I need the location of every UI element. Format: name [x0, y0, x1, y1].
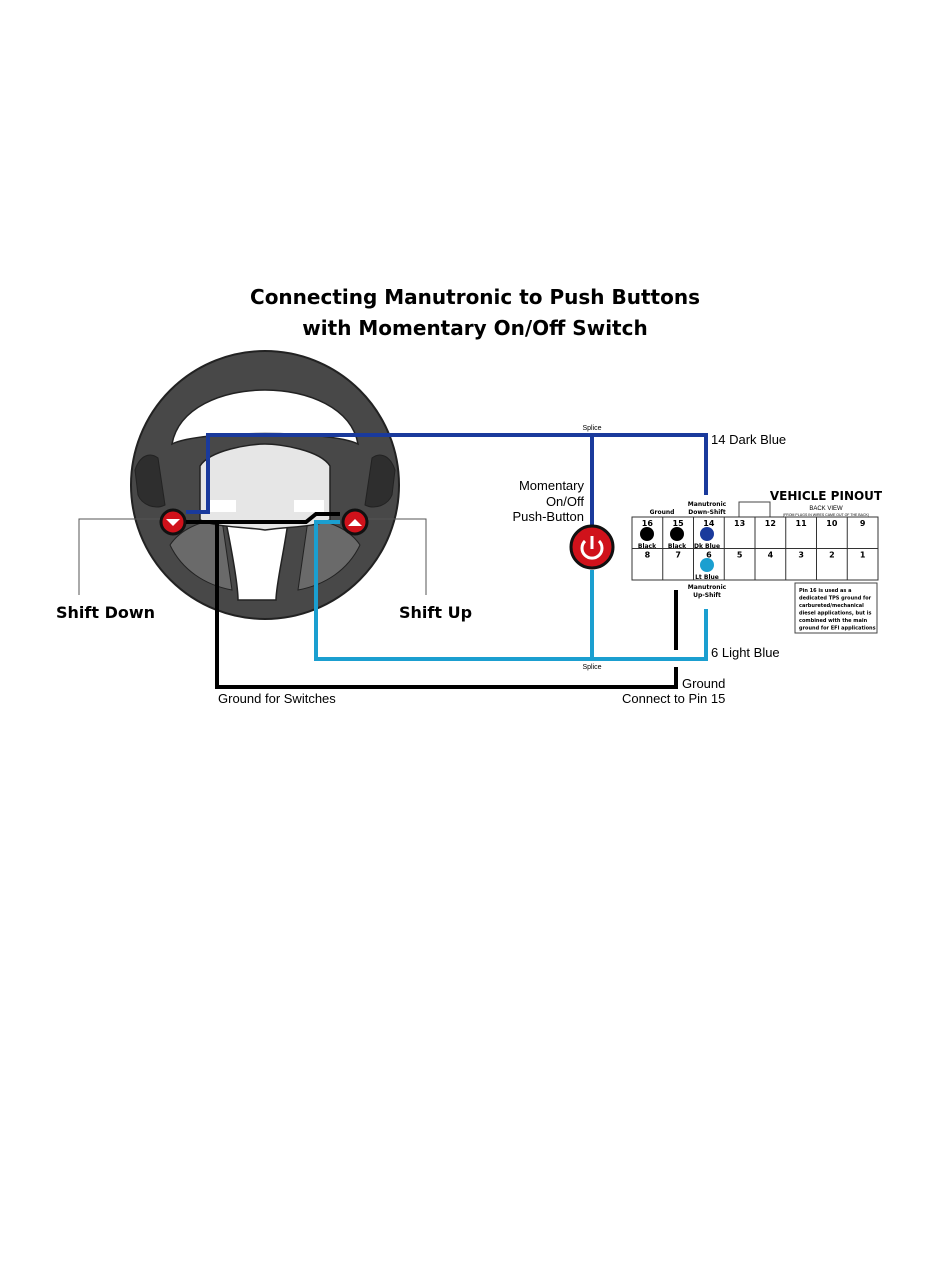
splice-top-label: Splice — [582, 425, 601, 432]
pin-number: 4 — [768, 551, 774, 560]
shift-up-label: Shift Up — [399, 603, 472, 622]
pin-number: 14 — [703, 519, 715, 528]
light-blue-wire — [314, 520, 708, 661]
pin-15-color: Black — [668, 543, 687, 550]
momentary-label-3: Push-Button — [512, 509, 584, 524]
pin-16-note-line: combined with the main — [799, 618, 868, 624]
pinout-title: VEHICLE PINOUT — [770, 489, 883, 503]
pinout-downshift-1: Manutronic — [688, 501, 727, 508]
pin-16-color: Black — [638, 543, 657, 550]
pin-number: 9 — [860, 519, 866, 528]
shift-down-label: Shift Down — [56, 603, 155, 622]
pin-16-note-line: diesel applications, but is — [799, 611, 872, 617]
light-blue-label: 6 Light Blue — [711, 645, 780, 660]
ground-label: Ground — [682, 676, 725, 691]
pinout-ground-label: Ground — [650, 509, 675, 516]
title-line-2: with Momentary On/Off Switch — [302, 316, 647, 340]
pin-number: 6 — [706, 551, 712, 560]
pin-16-marker — [640, 527, 654, 541]
pin-number: 13 — [734, 519, 745, 528]
vehicle-pinout: VEHICLE PINOUT BACK VIEW (FROM PLUGS IN … — [631, 489, 883, 634]
pin-number: 15 — [673, 519, 685, 528]
pin-14-marker — [700, 527, 714, 541]
title-line-1: Connecting Manutronic to Push Buttons — [250, 285, 700, 309]
momentary-label-2: On/Off — [546, 494, 584, 509]
pin-number: 16 — [642, 519, 654, 528]
pin-16-note-line: ground for EFI applications — [799, 626, 876, 632]
pinout-downshift-2: Down-Shift — [688, 509, 726, 516]
pin-16-note-line: Pin 16 is used as a — [799, 588, 852, 594]
connect-pin-label: Connect to Pin 15 — [622, 691, 725, 706]
pin-number: 10 — [826, 519, 838, 528]
shift-down-button — [159, 508, 187, 536]
pin-number: 3 — [798, 551, 804, 560]
pinout-upshift-2: Up-Shift — [693, 592, 721, 599]
pin-number: 1 — [860, 551, 866, 560]
pin-number: 11 — [796, 519, 808, 528]
pin-number: 2 — [829, 551, 835, 560]
dark-blue-wire — [186, 433, 708, 514]
pin-6-color: Lt Blue — [695, 574, 719, 581]
pinout-back-view-sub: (FROM PLUGS IN WIRES CAME OUT OF THE BAC… — [783, 513, 869, 517]
pin-14-color: Dk Blue — [694, 543, 720, 550]
pin-16-note-line: dedicated TPS ground for — [799, 596, 872, 602]
splice-bottom-label: Splice — [582, 664, 601, 671]
pin-16-note-line: carbureted/mechanical — [799, 603, 864, 609]
pin-number: 8 — [645, 551, 651, 560]
dark-blue-label: 14 Dark Blue — [711, 432, 786, 447]
pin-number: 7 — [675, 551, 681, 560]
shift-up-button — [341, 508, 369, 536]
pin-15-marker — [670, 527, 684, 541]
pin-number: 12 — [765, 519, 776, 528]
shift-down-leader — [78, 518, 160, 595]
ground-wire — [186, 512, 678, 689]
shift-up-leader — [368, 518, 427, 595]
pin-16-note-box — [794, 582, 878, 634]
pin-number: 5 — [737, 551, 743, 560]
momentary-label-1: Momentary — [519, 478, 585, 493]
steering-wheel-icon — [130, 350, 400, 620]
pinout-back-view: BACK VIEW — [809, 506, 843, 512]
pin-6-marker — [700, 558, 714, 572]
momentary-push-button — [569, 524, 615, 570]
ground-switches-label: Ground for Switches — [218, 691, 336, 706]
pinout-upshift-1: Manutronic — [688, 584, 727, 591]
